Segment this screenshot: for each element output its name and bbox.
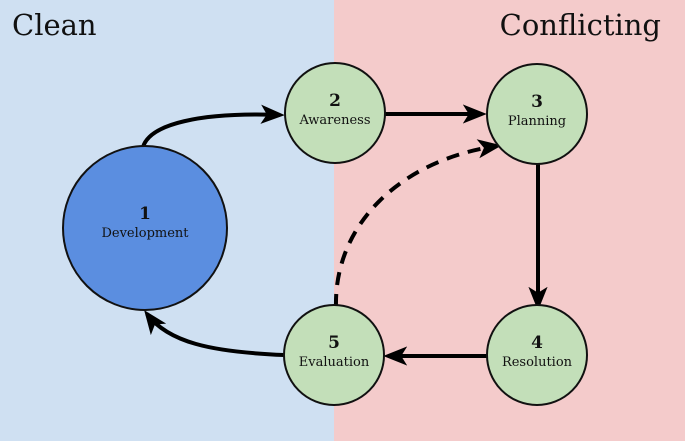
node-awareness-number: 2 (329, 91, 341, 111)
node-evaluation-circle (283, 304, 385, 406)
edge-evaluation-to-planning-dashed (333, 139, 502, 308)
node-planning-number: 3 (531, 92, 543, 112)
node-evaluation: 5 Evaluation (283, 304, 385, 406)
node-resolution-label: Resolution (502, 355, 573, 370)
node-development-label: Development (101, 226, 189, 241)
node-development: 1 Development (62, 145, 228, 311)
node-planning-circle (486, 63, 588, 165)
node-resolution-circle (486, 304, 588, 406)
node-planning: 3 Planning (486, 63, 588, 165)
node-awareness-label: Awareness (299, 113, 371, 128)
node-awareness: 2 Awareness (284, 62, 386, 164)
node-planning-label: Planning (508, 114, 566, 129)
node-development-circle (62, 145, 228, 311)
node-awareness-circle (284, 62, 386, 164)
edge-evaluation-to-development (144, 310, 285, 357)
node-development-number: 1 (139, 204, 151, 224)
node-evaluation-number: 5 (328, 333, 340, 353)
clean-region-title: Clean (12, 8, 97, 42)
node-evaluation-label: Evaluation (299, 355, 370, 370)
conflicting-region-title: Conflicting (499, 8, 661, 42)
node-resolution: 4 Resolution (486, 304, 588, 406)
node-resolution-number: 4 (531, 333, 543, 353)
edge-development-to-awareness (141, 104, 285, 148)
